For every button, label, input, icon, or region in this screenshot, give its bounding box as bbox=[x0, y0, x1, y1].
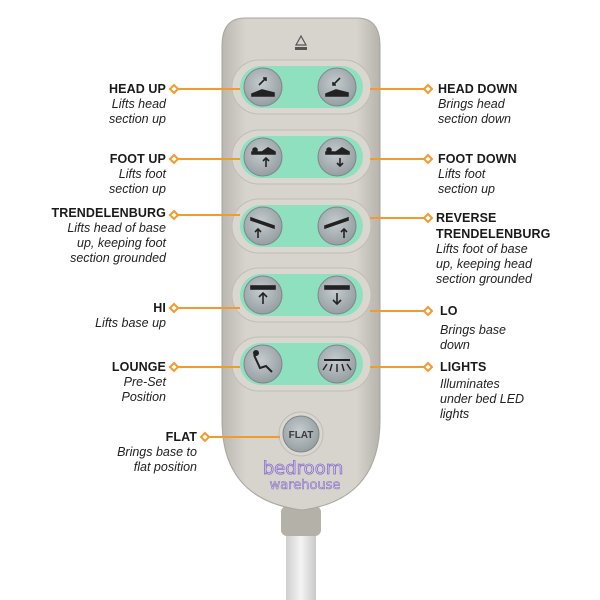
foot-up-desc-2: section up bbox=[109, 182, 166, 196]
head-up-desc-1: Lifts head bbox=[111, 97, 166, 111]
callout-markers bbox=[168, 83, 434, 443]
lights-button[interactable] bbox=[317, 344, 357, 384]
lounge-icon bbox=[253, 350, 273, 373]
foot-down-title: FOOT DOWN bbox=[438, 152, 517, 166]
trendelenburg-desc-2: up, keeping foot bbox=[77, 236, 166, 250]
foot-up-desc-1: Lifts foot bbox=[118, 167, 166, 181]
hi-icon bbox=[250, 285, 276, 304]
callout-foot-up: FOOT UP Lifts foot section up bbox=[0, 151, 166, 197]
trendelenburg-icon bbox=[250, 216, 275, 238]
head-down-desc-1: Brings head bbox=[438, 97, 505, 111]
callout-trendelenburg: TRENDELENBURG Lifts head of base up, kee… bbox=[0, 205, 167, 266]
foot-down-icon bbox=[325, 147, 350, 168]
lo-title: LO bbox=[440, 304, 458, 318]
lo-desc-1: Brings base bbox=[440, 323, 507, 337]
bedroom-warehouse-logo: bedroom warehouse bbox=[262, 458, 344, 494]
lounge-title: LOUNGE bbox=[111, 360, 166, 374]
cord-strain-relief bbox=[281, 506, 321, 536]
trendelenburg-title: TRENDELENBURG bbox=[51, 206, 166, 220]
callout-lounge: LOUNGE Pre-Set Position bbox=[0, 359, 166, 405]
callout-lo: LO Brings base down bbox=[440, 303, 600, 353]
head-up-button[interactable] bbox=[243, 67, 283, 107]
lo-button[interactable] bbox=[317, 275, 357, 315]
lounge-button[interactable] bbox=[243, 344, 283, 384]
lo-desc-2: down bbox=[440, 338, 470, 352]
logo-line-1: bedroom bbox=[263, 458, 344, 479]
callout-reverse-trendelenburg: REVERSE TRENDELENBURG Lifts foot of base… bbox=[436, 210, 600, 287]
reverse-trendelenburg-desc-3: section grounded bbox=[436, 272, 532, 286]
flat-button-label: FLAT bbox=[289, 430, 314, 441]
lights-desc-1: Illuminates bbox=[440, 377, 500, 391]
callout-hi: HI Lifts base up bbox=[0, 300, 166, 331]
reverse-trendelenburg-icon bbox=[324, 216, 349, 238]
hi-title: HI bbox=[153, 301, 166, 315]
reverse-trendelenburg-desc-1: Lifts foot of base bbox=[436, 242, 528, 256]
lights-icon bbox=[322, 359, 352, 372]
trendelenburg-desc-3: section grounded bbox=[70, 251, 166, 265]
lights-desc-2: under bed LED bbox=[440, 392, 525, 406]
reverse-trendelenburg-button[interactable] bbox=[317, 206, 357, 246]
callout-head-down: HEAD DOWN Brings head section down bbox=[438, 81, 600, 127]
foot-down-desc-2: section up bbox=[438, 182, 495, 196]
head-down-title: HEAD DOWN bbox=[438, 82, 518, 96]
head-up-icon bbox=[251, 77, 275, 97]
callout-lights: LIGHTS Illuminates under bed LED lights bbox=[440, 359, 600, 422]
foot-up-button[interactable] bbox=[243, 137, 283, 177]
foot-up-icon bbox=[251, 147, 276, 167]
logo-line-2: warehouse bbox=[270, 478, 341, 493]
callout-flat: FLAT Brings base to flat position bbox=[27, 429, 197, 475]
foot-down-button[interactable] bbox=[317, 137, 357, 177]
callout-lines bbox=[174, 88, 428, 438]
head-down-button[interactable] bbox=[317, 67, 357, 107]
foot-up-title: FOOT UP bbox=[109, 152, 166, 166]
hi-desc-1: Lifts base up bbox=[95, 316, 166, 330]
callout-head-up: HEAD UP Lifts head section up bbox=[0, 81, 166, 127]
flat-desc-2: flat position bbox=[133, 460, 197, 474]
foot-down-desc-1: Lifts foot bbox=[438, 167, 486, 181]
lights-title: LIGHTS bbox=[440, 360, 487, 374]
lights-desc-3: lights bbox=[440, 407, 470, 421]
head-up-title: HEAD UP bbox=[109, 82, 166, 96]
lounge-desc-2: Position bbox=[121, 390, 166, 404]
reverse-trendelenburg-title-2: TRENDELENBURG bbox=[436, 227, 551, 241]
flat-button[interactable]: FLAT bbox=[278, 411, 324, 457]
flat-desc-1: Brings base to bbox=[117, 445, 197, 459]
head-up-desc-2: section up bbox=[109, 112, 166, 126]
flat-title: FLAT bbox=[165, 430, 197, 444]
trendelenburg-desc-1: Lifts head of base bbox=[67, 221, 166, 235]
lounge-desc-1: Pre-Set bbox=[123, 375, 166, 389]
reverse-trendelenburg-desc-2: up, keeping head bbox=[436, 257, 532, 271]
trendelenburg-button[interactable] bbox=[243, 206, 283, 246]
lo-icon bbox=[324, 285, 350, 306]
warning-icon bbox=[294, 34, 308, 50]
callout-foot-down: FOOT DOWN Lifts foot section up bbox=[438, 151, 600, 197]
head-down-icon bbox=[325, 77, 349, 97]
reverse-trendelenburg-title-1: REVERSE bbox=[436, 211, 497, 225]
head-down-desc-2: section down bbox=[438, 112, 511, 126]
hi-button[interactable] bbox=[243, 275, 283, 315]
